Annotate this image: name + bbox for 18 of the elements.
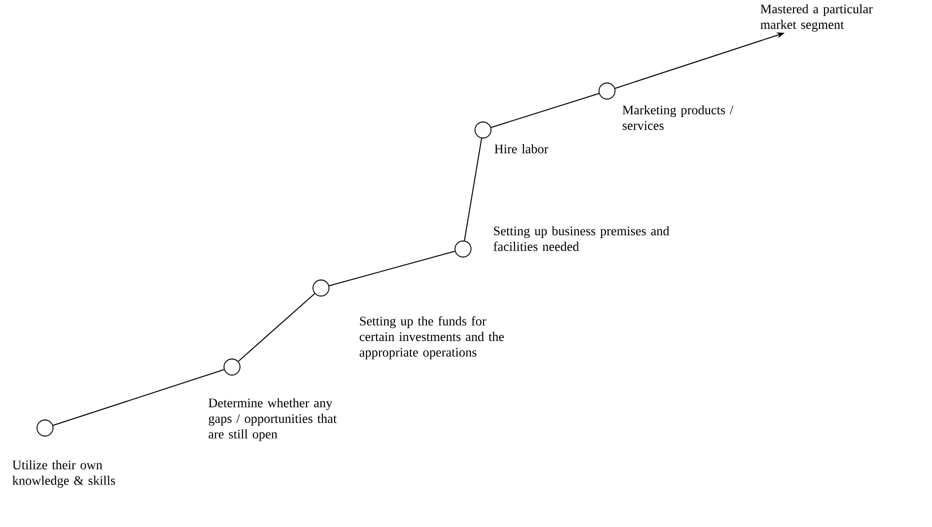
step-label: Setting up the funds for certain investments and the appropriate operations xyxy=(360,316,504,360)
step-circle xyxy=(474,122,492,138)
step-label: Hire labor xyxy=(494,144,548,154)
step-circle xyxy=(36,420,54,436)
goal-label: Mastered a particular market segment xyxy=(760,4,873,32)
step-label: Determine whether any gaps / opportunities that are still open xyxy=(208,398,337,442)
connector-line xyxy=(328,250,456,286)
connector-line xyxy=(464,138,482,242)
step-circle xyxy=(598,82,616,100)
step-circle xyxy=(312,280,330,296)
step-circle xyxy=(224,358,240,376)
connector-line xyxy=(490,93,600,128)
step-circle xyxy=(454,240,472,258)
step-label: Marketing products / services xyxy=(622,105,734,130)
connector-line xyxy=(238,293,316,362)
step-label: Utilize their own knowledge & skills xyxy=(12,460,116,488)
step-label: Setting up business premises and facilities needed xyxy=(494,226,670,251)
connector-line xyxy=(52,369,224,426)
